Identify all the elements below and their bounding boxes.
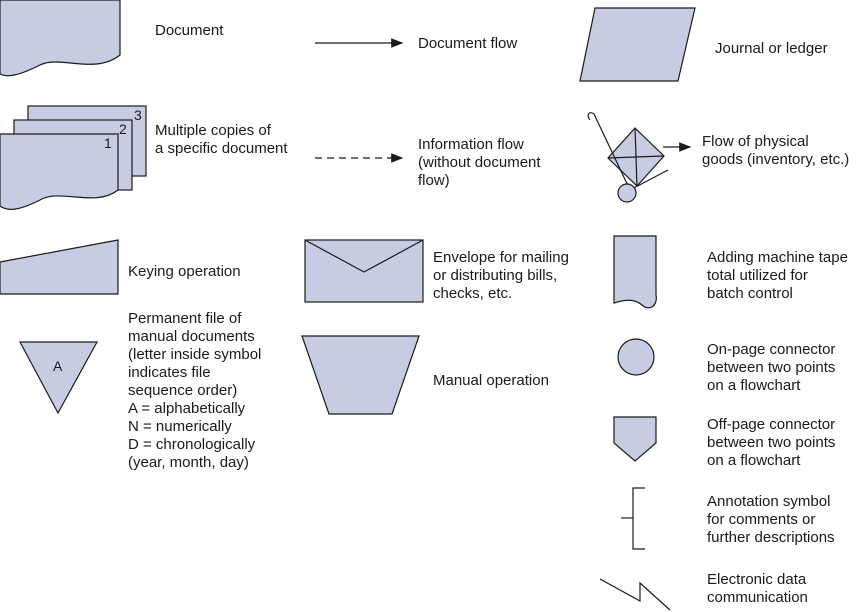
label-electronic: Electronic data communication — [707, 571, 808, 606]
copy-number-1: 1 — [104, 135, 112, 151]
on-page-connector-symbol — [617, 338, 655, 376]
annotation-symbol — [621, 487, 645, 550]
copy-number-3: 3 — [134, 107, 142, 123]
label-adding-tape: Adding machine tape total utilized for b… — [707, 249, 848, 302]
journal-symbol — [579, 7, 696, 82]
permanent-file-symbol — [18, 341, 99, 415]
electronic-communication-symbol — [599, 578, 671, 611]
label-on-page-connector: On-page connector between two points on … — [707, 341, 836, 394]
label-physical-goods: Flow of physical goods (inventory, etc.) — [702, 133, 850, 168]
label-information-flow: Information flow (without document flow) — [418, 136, 541, 189]
adding-tape-symbol — [613, 235, 657, 309]
label-multiple-copies: Multiple copies of a specific document — [155, 122, 288, 157]
envelope-symbol — [304, 239, 424, 303]
keying-symbol — [0, 239, 119, 295]
label-document: Document — [155, 22, 224, 39]
label-document-flow: Document flow — [418, 35, 518, 52]
label-keying: Keying operation — [128, 263, 241, 280]
copy-number-2: 2 — [119, 121, 127, 137]
label-envelope: Envelope for mailing or distributing bil… — [433, 249, 569, 302]
multiple-copies-symbol: 3 2 1 — [0, 105, 147, 210]
label-journal: Journal or ledger — [715, 40, 828, 57]
label-annotation: Annotation symbol for comments or furthe… — [707, 493, 835, 546]
label-manual-operation: Manual operation — [433, 372, 549, 389]
file-letter: A — [53, 358, 63, 374]
label-permanent-file: Permanent file of manual documents (lett… — [128, 310, 262, 471]
manual-operation-symbol — [301, 335, 420, 415]
label-off-page-connector: Off-page connector between two points on… — [707, 416, 836, 469]
hand-truck-icon — [587, 112, 669, 203]
off-page-connector-symbol — [613, 416, 657, 462]
document-symbol — [0, 0, 121, 77]
